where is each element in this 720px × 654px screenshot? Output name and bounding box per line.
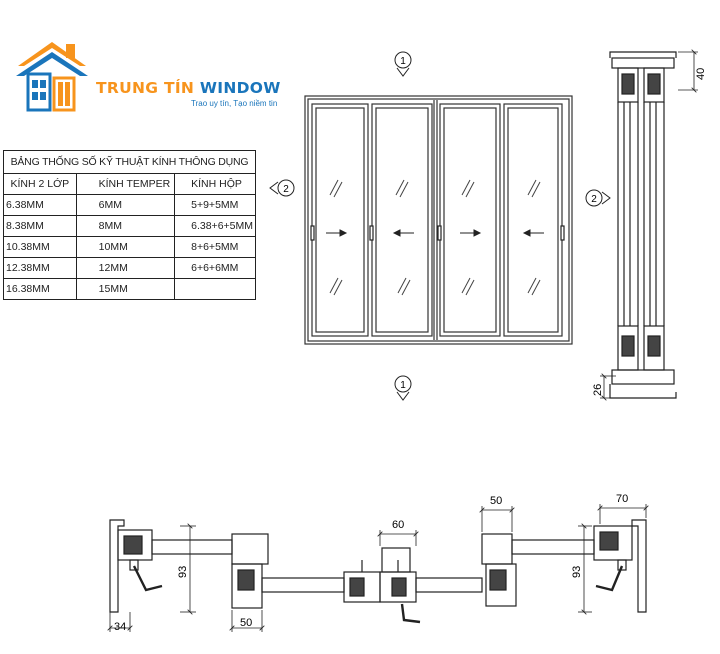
section-label: 2 <box>283 184 289 195</box>
section-label: 2 <box>591 194 597 205</box>
dimension-label: 60 <box>392 519 404 531</box>
dimension-label: 50 <box>490 495 502 507</box>
sliding-panel <box>503 103 563 337</box>
sliding-panel <box>439 103 501 337</box>
house-logo-icon <box>16 42 88 112</box>
table-cell: 8MM <box>75 215 176 237</box>
table-cell: 6.38+6+5MM <box>174 215 256 237</box>
table-title: BẢNG THỐNG SỐ KỸ THUẬT KÍNH THÔNG DỤNG <box>3 150 256 174</box>
dimension-label: 70 <box>616 493 628 505</box>
table-cell: 8.38MM <box>3 215 77 237</box>
table-cell <box>174 278 256 300</box>
dimension-label: 34 <box>114 621 126 633</box>
vertical-section <box>609 51 677 399</box>
section-label: 1 <box>400 380 406 391</box>
sliding-panel <box>371 103 433 337</box>
table-row: 10.38MM 10MM 8+6+5MM <box>3 236 256 258</box>
table-cell: 16.38MM <box>3 278 77 300</box>
table-title-row: BẢNG THỐNG SỐ KỸ THUẬT KÍNH THÔNG DỤNG <box>3 150 256 174</box>
dimension-label: 50 <box>240 617 252 629</box>
glass-reflection-icon <box>329 179 541 296</box>
table-row: 8.38MM 8MM 6.38+6+5MM <box>3 215 256 237</box>
column-header: KÍNH TEMPER <box>75 173 176 195</box>
dimension-lines <box>110 504 646 632</box>
brand-name-part1: TRUNG TÍN <box>96 79 195 97</box>
dimension-label: 26 <box>592 384 604 396</box>
section-label: 1 <box>400 56 406 67</box>
table-cell: 12.38MM <box>3 257 77 279</box>
table-cell: 6MM <box>75 194 176 216</box>
dimension-lines <box>600 52 698 398</box>
table-row: 16.38MM 15MM <box>3 278 256 300</box>
brand-logo <box>14 36 284 116</box>
glass-spec-table: BẢNG THỐNG SỐ KỸ THUẬT KÍNH THÔNG DỤNG K… <box>3 150 256 300</box>
sliding-panel <box>311 103 369 337</box>
brand-name: TRUNG TÍN WINDOW <box>96 79 281 97</box>
dimension-label: 93 <box>177 566 189 578</box>
dimension-label: 40 <box>695 68 707 80</box>
window-elevation <box>304 95 573 345</box>
brand-name-part2: WINDOW <box>199 79 281 97</box>
brand-slogan: Trao uy tín, Tạo niềm tin <box>191 99 278 108</box>
dimension-label: 93 <box>571 566 583 578</box>
table-row: 12.38MM 12MM 6+6+6MM <box>3 257 256 279</box>
handle-icon <box>310 225 565 241</box>
table-cell: 8+6+5MM <box>174 236 256 258</box>
table-cell: 15MM <box>75 278 176 300</box>
table-cell: 6.38MM <box>3 194 77 216</box>
sliding-arrow-icon <box>326 229 544 237</box>
section-marker-icon <box>269 51 611 401</box>
